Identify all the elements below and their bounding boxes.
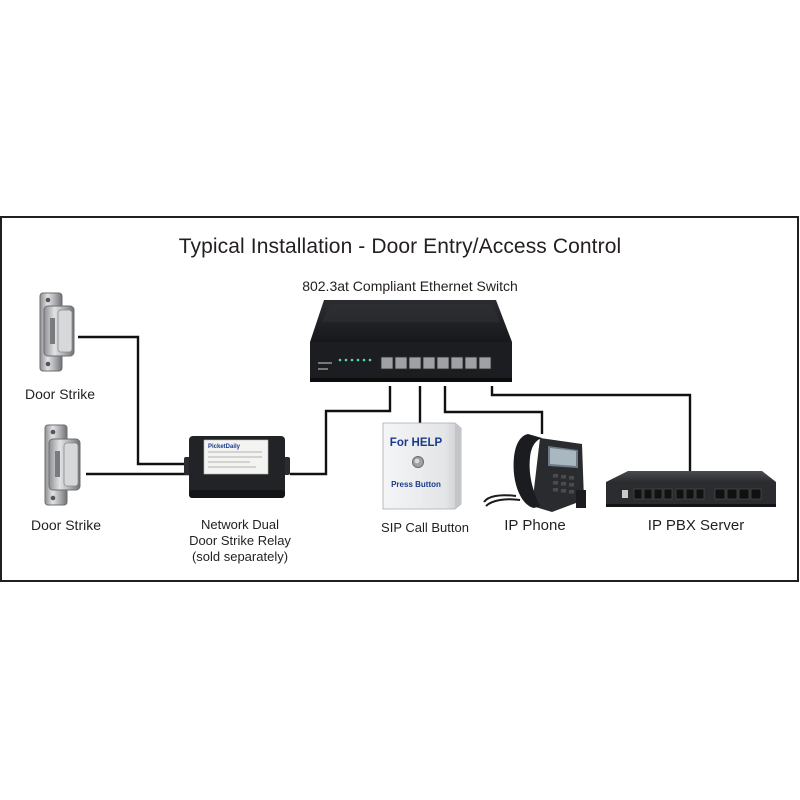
pbx-label: IP PBX Server [647, 517, 745, 534]
relay-label-line1: Network Dual [200, 517, 280, 532]
door-strike-top [39, 292, 75, 372]
cable-strike-top-to-relay [78, 335, 190, 466]
ethernet-switch [310, 300, 512, 382]
phone-cord [483, 494, 521, 507]
diagram-frame [0, 216, 799, 582]
cable-switch-to-pbx [490, 386, 692, 472]
sip-call-button [382, 422, 462, 510]
phone-handset [513, 434, 542, 508]
call-button-text-top: For HELP [390, 437, 443, 449]
door-strike-bottom [44, 424, 81, 506]
call-button-label: SIP Call Button [381, 520, 469, 535]
cable-switch-to-phone [443, 386, 544, 434]
ip-pbx-server [606, 471, 776, 507]
diagram-title: Typical Installation - Door Entry/Access… [178, 235, 622, 258]
door-strike-relay [184, 436, 290, 498]
cable-relay-to-switch [290, 386, 392, 476]
relay-label-line2: Door Strike Relay [189, 533, 291, 548]
switch-ports [380, 356, 492, 370]
call-button-text-bottom: Press Button [391, 480, 441, 489]
relay-label: Network Dual Door Strike Relay (sold sep… [165, 517, 315, 565]
switch-label: 802.3at Compliant Ethernet Switch [302, 278, 518, 294]
relay-label-line3: (sold separately) [191, 549, 289, 564]
ip-phone [483, 434, 586, 512]
phone-label: IP Phone [504, 517, 566, 534]
cables [78, 335, 692, 476]
relay-brand: PicketDaily [208, 444, 241, 450]
door-strike-top-label: Door Strike [24, 386, 96, 402]
door-strike-bottom-label: Door Strike [30, 517, 102, 533]
